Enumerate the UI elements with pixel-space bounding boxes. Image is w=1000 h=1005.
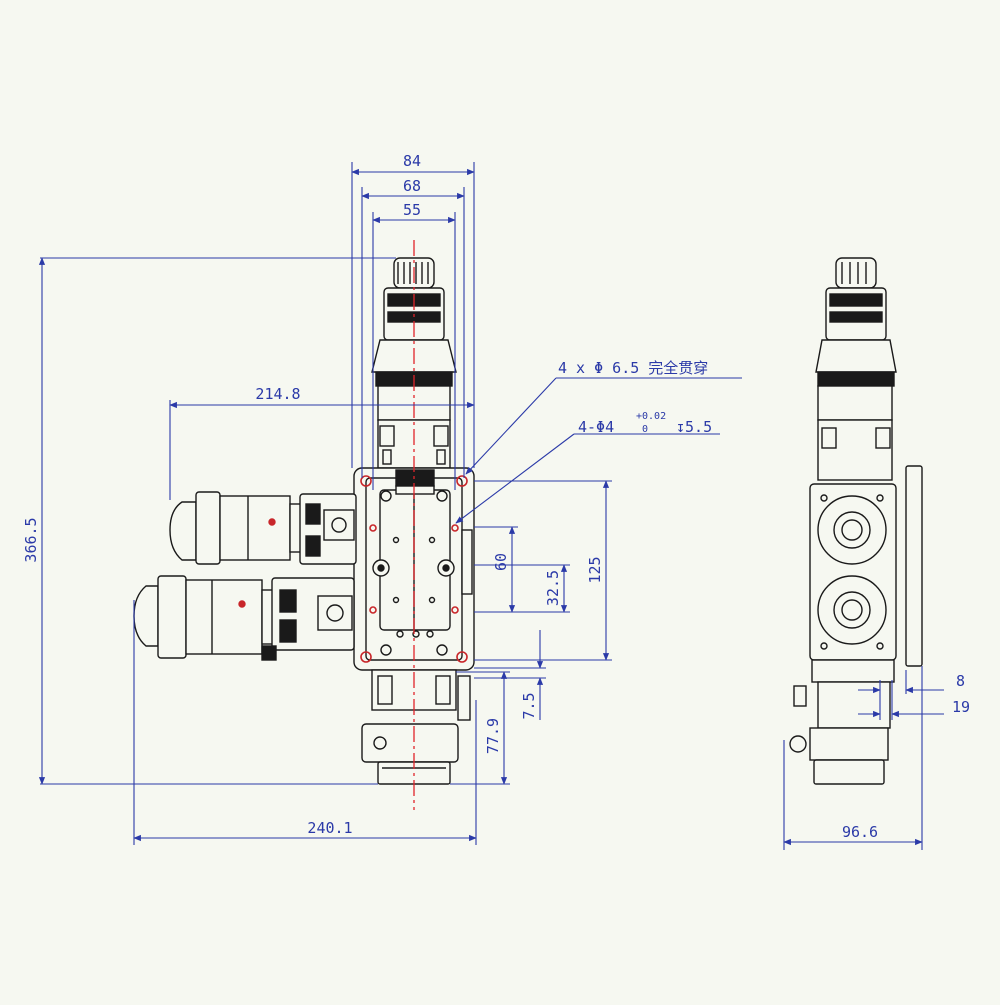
dim-8: 8	[956, 672, 965, 690]
callout-pin-holes: 4-Φ4	[578, 418, 614, 436]
dim-125: 125	[586, 556, 604, 583]
callout-pin-tol-lower: 0	[642, 424, 648, 435]
side-view	[789, 257, 923, 785]
dim-60: 60	[492, 553, 510, 571]
lower-motor	[133, 575, 355, 661]
upper-motor	[169, 491, 357, 565]
dim-366-5: 366.5	[22, 517, 40, 562]
callout-through-holes: 4 x Φ 6.5 完全贯穿	[558, 359, 708, 377]
dim-55: 55	[403, 201, 421, 219]
dim-77-9: 77.9	[484, 718, 502, 754]
front-bottom-nozzle	[361, 669, 471, 785]
dim-7-5: 7.5	[520, 692, 538, 719]
front-view	[133, 257, 475, 785]
dim-19: 19	[952, 698, 970, 716]
dim-96-6: 96.6	[842, 823, 878, 841]
callout-pin-depth: ↧5.5	[676, 418, 712, 436]
callout-pin-tol-upper: +0.02	[636, 411, 666, 422]
dim-32-5: 32.5	[544, 570, 562, 606]
dimension-lines	[38, 162, 944, 850]
dim-84: 84	[403, 152, 421, 170]
dim-214-8: 214.8	[255, 385, 300, 403]
hole-markers	[360, 475, 468, 663]
dim-240-1: 240.1	[307, 819, 352, 837]
dim-68: 68	[403, 177, 421, 195]
dimension-labels: 84 68 55 214.8 240.1 96.6 8 19 366.5 125…	[22, 152, 970, 841]
